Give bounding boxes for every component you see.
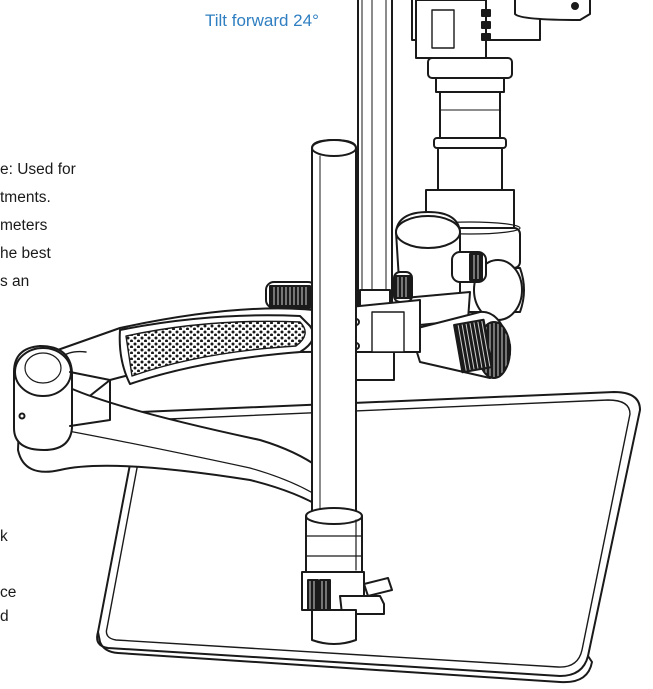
left-small-knob — [393, 271, 413, 303]
front-pole — [311, 139, 357, 521]
pole-clamp — [305, 507, 363, 573]
base-clamp — [301, 571, 393, 645]
left-text-line: ce — [0, 584, 17, 601]
left-text-line: s an — [0, 273, 30, 290]
focus-knob — [409, 310, 512, 379]
left-text-line: k — [0, 528, 8, 545]
left-text-line: tments. — [0, 189, 51, 206]
elbow-joint — [13, 345, 111, 451]
left-text-line: meters — [0, 217, 48, 234]
left-text-line: he best — [0, 245, 51, 262]
tilt-forward-label: Tilt forward 24° — [205, 11, 319, 30]
side-knob — [451, 251, 487, 283]
left-text-line: e: Used for — [0, 161, 76, 178]
camera-body — [411, 0, 591, 59]
left-text-line: d — [0, 608, 9, 625]
rear-knob — [265, 281, 317, 309]
